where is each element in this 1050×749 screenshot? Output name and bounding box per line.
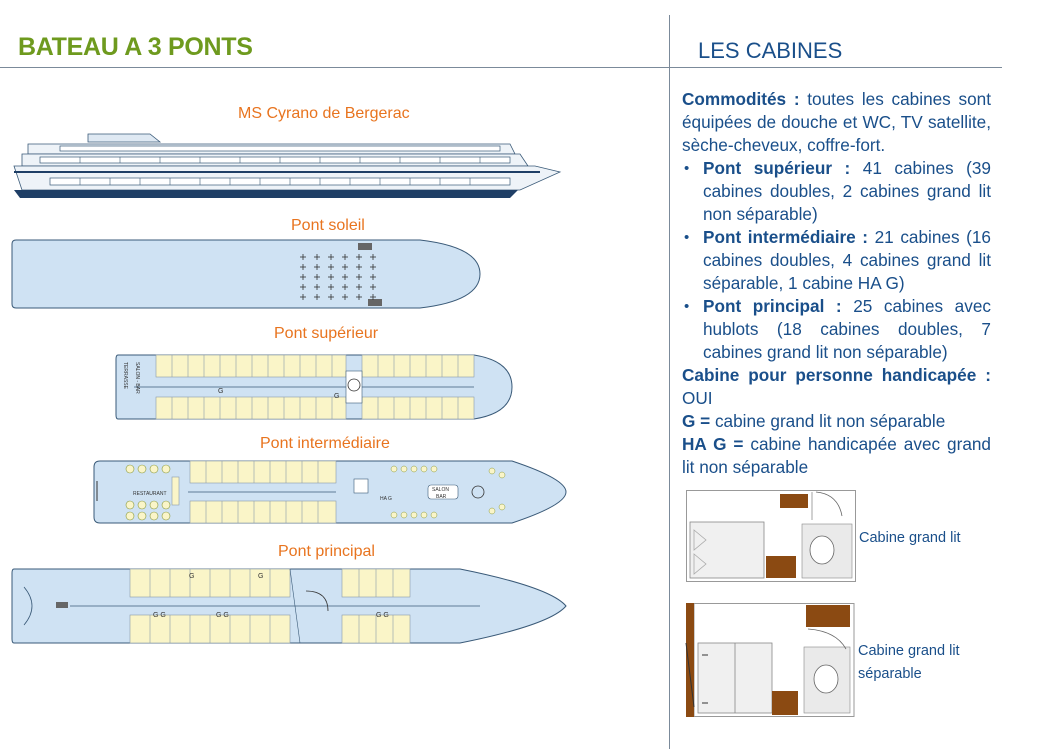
page-title: BATEAU A 3 PONTS (18, 33, 253, 61)
cabin-caption-line: séparable (858, 666, 922, 682)
plan-label-ha-g: HA G (380, 496, 392, 502)
list-item-label: Pont intermédiaire : (703, 227, 869, 247)
commodites-text: toutes les cabines sont équipées de douc… (682, 89, 991, 155)
cabin-grand-lit-plan (686, 490, 856, 582)
ship-name: MS Cyrano de Bergerac (238, 105, 410, 122)
deck-plan-soleil (11, 239, 481, 309)
ship-profile-illustration (13, 133, 562, 198)
plan-label-g: G (189, 573, 195, 580)
cabin-caption: Cabine grand lit séparable (858, 640, 960, 686)
plan-label-g-pair: G G (153, 612, 166, 619)
list-item-label: Pont principal : (703, 296, 842, 316)
deck-label-soleil: Pont soleil (291, 217, 365, 234)
cabin-description: Commodités : toutes les cabines sont équ… (682, 88, 991, 479)
plan-label-g-pair: G G (376, 612, 389, 619)
list-item: Pont intermédiaire : 21 cabines (16 cabi… (682, 226, 991, 295)
section-rule (670, 67, 1002, 68)
commodites-paragraph: Commodités : toutes les cabines sont équ… (682, 88, 991, 157)
deck-label-superieur: Pont supérieur (274, 325, 379, 342)
plan-label-g-pair: G G (216, 612, 229, 619)
plan-label-terrasse: TERRASSE (122, 362, 128, 389)
plan-label-g: G (218, 388, 224, 395)
deck-label-intermediaire: Pont intermédiaire (260, 435, 390, 452)
handicap-paragraph: Cabine pour personne handicapée : OUI (682, 364, 991, 410)
deck-plan-superieur (115, 354, 513, 420)
column-separator (669, 15, 670, 749)
cabin-caption-line: Cabine grand lit (858, 643, 960, 659)
section-title: LES CABINES (698, 38, 843, 63)
deck-plan-principal (11, 568, 567, 644)
list-item: Pont supérieur : 41 cabines (39 cabines … (682, 157, 991, 226)
handicap-label: Cabine pour personne handicapée : (682, 365, 991, 385)
deck-plan-intermediaire (93, 460, 567, 524)
list-item-text: 25 cabines avec hublots (18 cabines doub… (703, 296, 991, 362)
list-item: Pont principal : 25 cabines avec hublots… (682, 295, 991, 364)
header-rule (0, 67, 670, 68)
plan-label-g: G (258, 573, 264, 580)
deck-label-principal: Pont principal (278, 543, 375, 560)
list-item-text: 21 cabines (16 cabines doubles, 4 cabine… (703, 227, 991, 293)
handicap-value: OUI (682, 388, 713, 408)
plan-label-bar: BAR (436, 494, 447, 500)
g-legend-label: G = (682, 411, 711, 431)
hag-legend-label: HA G = (682, 434, 744, 454)
g-legend: G = cabine grand lit non séparable (682, 410, 991, 433)
commodites-label: Commodités : (682, 89, 800, 109)
list-item-text: 41 cabines (39 cabines doubles, 2 cabine… (703, 158, 991, 224)
cabin-grand-lit-separable-plan (685, 603, 855, 717)
deck-cabin-list: Pont supérieur : 41 cabines (39 cabines … (682, 157, 991, 364)
g-legend-text: cabine grand lit non séparable (710, 411, 946, 431)
hag-legend: HA G = cabine handicapée avec grand lit … (682, 433, 991, 479)
list-item-label: Pont supérieur : (703, 158, 851, 178)
plan-label-salon: SALON (432, 487, 449, 493)
plan-label-g: G (334, 393, 340, 400)
plan-label-restaurant: RESTAURANT (133, 491, 167, 497)
plan-label-salon-bar: SALON - BAR (134, 362, 140, 394)
hag-legend-text: cabine handicapée avec grand lit non sép… (682, 434, 991, 477)
cabin-caption: Cabine grand lit (859, 530, 961, 546)
